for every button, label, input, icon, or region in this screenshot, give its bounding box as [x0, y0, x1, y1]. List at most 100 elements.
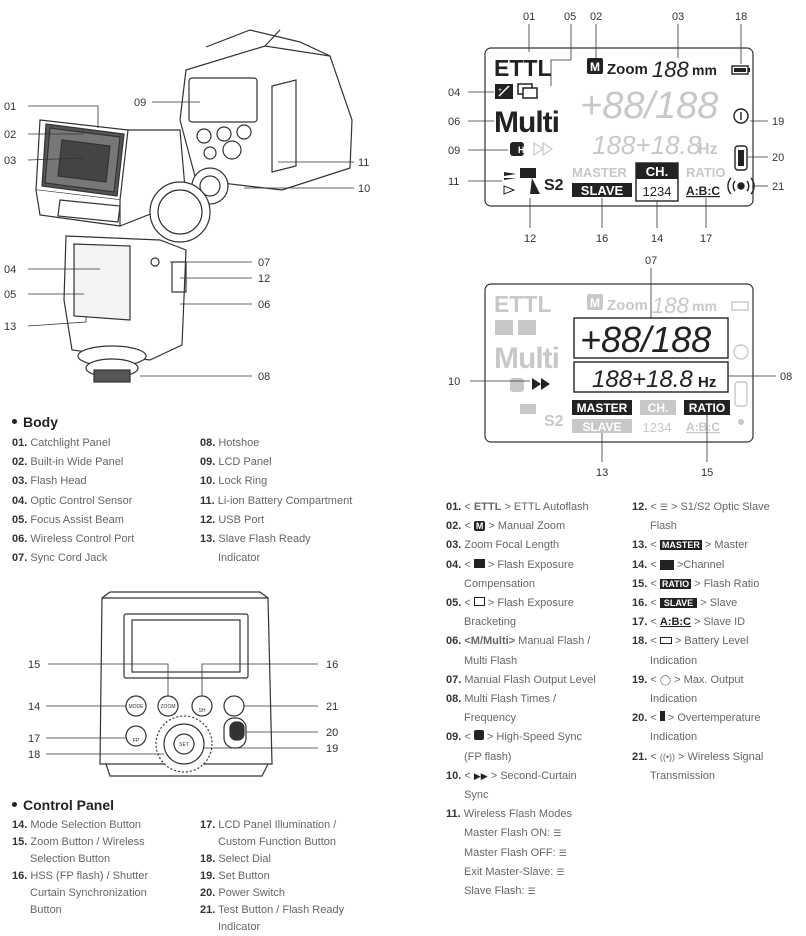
list-item: 13. Slave Flash Ready: [200, 533, 311, 546]
list-item: 15. Zoom Button / Wireless: [12, 836, 145, 848]
exit-master-slave-icon: ☰: [556, 866, 565, 877]
lcd-ratio: RATIO: [686, 165, 725, 180]
callout-19: 19: [326, 743, 338, 755]
lcd-ettl: ETTL: [494, 55, 552, 81]
list-item-continued: Indicator: [218, 921, 261, 933]
lcd-diagram-full: ETTL M Zoom 188 mm + Multi +88/188 188+1…: [448, 11, 784, 245]
svg-text:Hz: Hz: [698, 374, 716, 391]
body-legend-right: 08. Hotshoe 09. LCD Panel 10. Lock Ring …: [200, 434, 400, 568]
lcd-channel-number: 1234: [643, 184, 672, 199]
list-item-continued: Curtain Synchronization: [30, 887, 147, 899]
callout-14: 14: [28, 701, 40, 713]
list-item: 04. < > Flash Exposure: [446, 558, 574, 571]
callout-16: 16: [596, 233, 608, 245]
lcd-frequency-highlight: 188+18.8: [592, 366, 693, 393]
list-item-continued: Indication: [650, 654, 698, 667]
list-item: 19. Set Button: [200, 870, 270, 882]
svg-text:M: M: [590, 296, 600, 310]
high-speed-sync-icon: H: [510, 141, 554, 157]
mode-item: Exit Master-Slave: ☰: [464, 865, 565, 878]
lcd-zoom-unit: mm: [692, 62, 717, 78]
callout-12: 12: [524, 233, 536, 245]
lcd-master: MASTER: [572, 165, 628, 180]
list-item: 14. Mode Selection Button: [12, 819, 142, 831]
lcd-hz: Hz: [698, 141, 718, 158]
list-item: 07. Manual Flash Output Level: [446, 673, 596, 686]
master-on-icon: ☰: [553, 828, 562, 839]
max-output-icon: ◯: [659, 674, 672, 686]
callout-20: 20: [772, 152, 784, 164]
list-item: 08. Multi Flash Times /: [446, 693, 557, 706]
list-item: 02. Built-in Wide Panel: [12, 456, 124, 469]
slave-flash-icon: ☰: [527, 886, 536, 897]
list-item: 17. < A:B:C > Slave ID: [632, 616, 746, 629]
callout-06: 06: [448, 116, 460, 128]
list-item: 10. < ▶▶ > Second-Curtain: [446, 769, 577, 782]
callout-13: 13: [4, 321, 16, 333]
callout-02: 02: [590, 11, 602, 23]
list-item-continued: Transmission: [650, 769, 715, 782]
svg-text:A:B:C: A:B:C: [686, 420, 720, 434]
list-item: 10. Lock Ring: [200, 475, 268, 488]
list-item: 06. <M/Multi> Manual Flash /: [446, 635, 591, 648]
callout-04: 04: [4, 264, 16, 276]
lcd-s2: S2: [544, 177, 564, 194]
list-item: 20. < > Overtemperature: [632, 711, 761, 725]
list-item-continued: Sync: [464, 789, 489, 802]
list-item: 12. < ☰ > S1/S2 Optic Slave: [632, 501, 770, 513]
master-off-icon: ☰: [558, 847, 567, 858]
callout-05: 05: [4, 289, 16, 301]
list-item: 05. Focus Assist Beam: [12, 513, 124, 526]
callout-21: 21: [772, 181, 784, 193]
list-item: 13. < MASTER > Master: [632, 539, 748, 552]
callout-08: 08: [780, 371, 792, 383]
flash-exposure-compensation-icon: [473, 558, 485, 568]
lcd-channel: CH.: [646, 164, 668, 179]
list-item: 20. Power Switch: [200, 887, 285, 899]
list-item: 18. Select Dial: [200, 853, 271, 865]
list-item: 19. < ◯ > Max. Output: [632, 673, 744, 686]
high-speed-sync-icon: [473, 730, 484, 741]
lcd-ratio-highlight: RATIO: [689, 401, 725, 415]
svg-text:S2: S2: [544, 413, 564, 430]
svg-text:SLAVE: SLAVE: [582, 420, 621, 434]
list-item: 02. < M > Manual Zoom: [446, 520, 566, 533]
flash-body-illustration: 01 02 03 04 05 13 09 11 10 07 12 06 08: [4, 29, 370, 383]
bullet-icon: [12, 418, 17, 424]
callout-01: 01: [523, 11, 535, 23]
callout-08: 08: [258, 371, 270, 383]
list-item: 14. < >Channel: [632, 558, 725, 571]
set-button-label: SET: [179, 742, 189, 748]
channel-icon: [659, 559, 674, 570]
mode-button-label: MODE: [129, 704, 145, 710]
manual-zoom-icon: M: [473, 521, 486, 532]
list-item: 05. < > Flash Exposure: [446, 597, 574, 610]
list-item: 21. < ((•)) > Wireless Signal: [632, 750, 764, 763]
second-curtain-sync-icon: ▶▶: [473, 770, 488, 781]
callout-14: 14: [651, 233, 663, 245]
callout-09: 09: [134, 97, 146, 109]
svg-text:Multi: Multi: [494, 342, 559, 375]
list-item: 08. Hotshoe: [200, 437, 260, 449]
callout-10: 10: [358, 183, 370, 195]
svg-text:Zoom: Zoom: [607, 297, 648, 314]
optic-slave-icon: ☰: [659, 502, 668, 512]
callout-07: 07: [645, 255, 657, 267]
control-legend-left: 14. Mode Selection Button 15. Zoom Butto…: [12, 817, 198, 919]
list-item: 09. < > High-Speed Sync: [446, 730, 582, 744]
list-item-continued: Compensation: [464, 577, 535, 590]
list-item-continued: Bracketing: [464, 616, 516, 629]
list-item: 21. Test Button / Flash Ready: [200, 904, 345, 916]
list-item: 06. Wireless Control Port: [12, 533, 135, 546]
callout-04: 04: [448, 87, 460, 99]
list-item: 07. Sync Cord Jack: [12, 552, 108, 565]
lcd-legend-right: 12. < ☰ > S1/S2 Optic Slave Flash 13. < …: [632, 498, 802, 786]
list-item-continued: Flash: [650, 520, 677, 533]
mode-item: Master Flash OFF: ☰: [464, 846, 567, 859]
flash-exposure-compensation-icon: +: [495, 84, 513, 99]
mode-item: Slave Flash: ☰: [464, 885, 536, 898]
list-item: 18. < > Battery Level: [632, 635, 749, 648]
lcd-zoom-value: 188: [652, 57, 689, 82]
list-item-continued: (FP flash): [464, 750, 512, 763]
callout-17: 17: [700, 233, 712, 245]
